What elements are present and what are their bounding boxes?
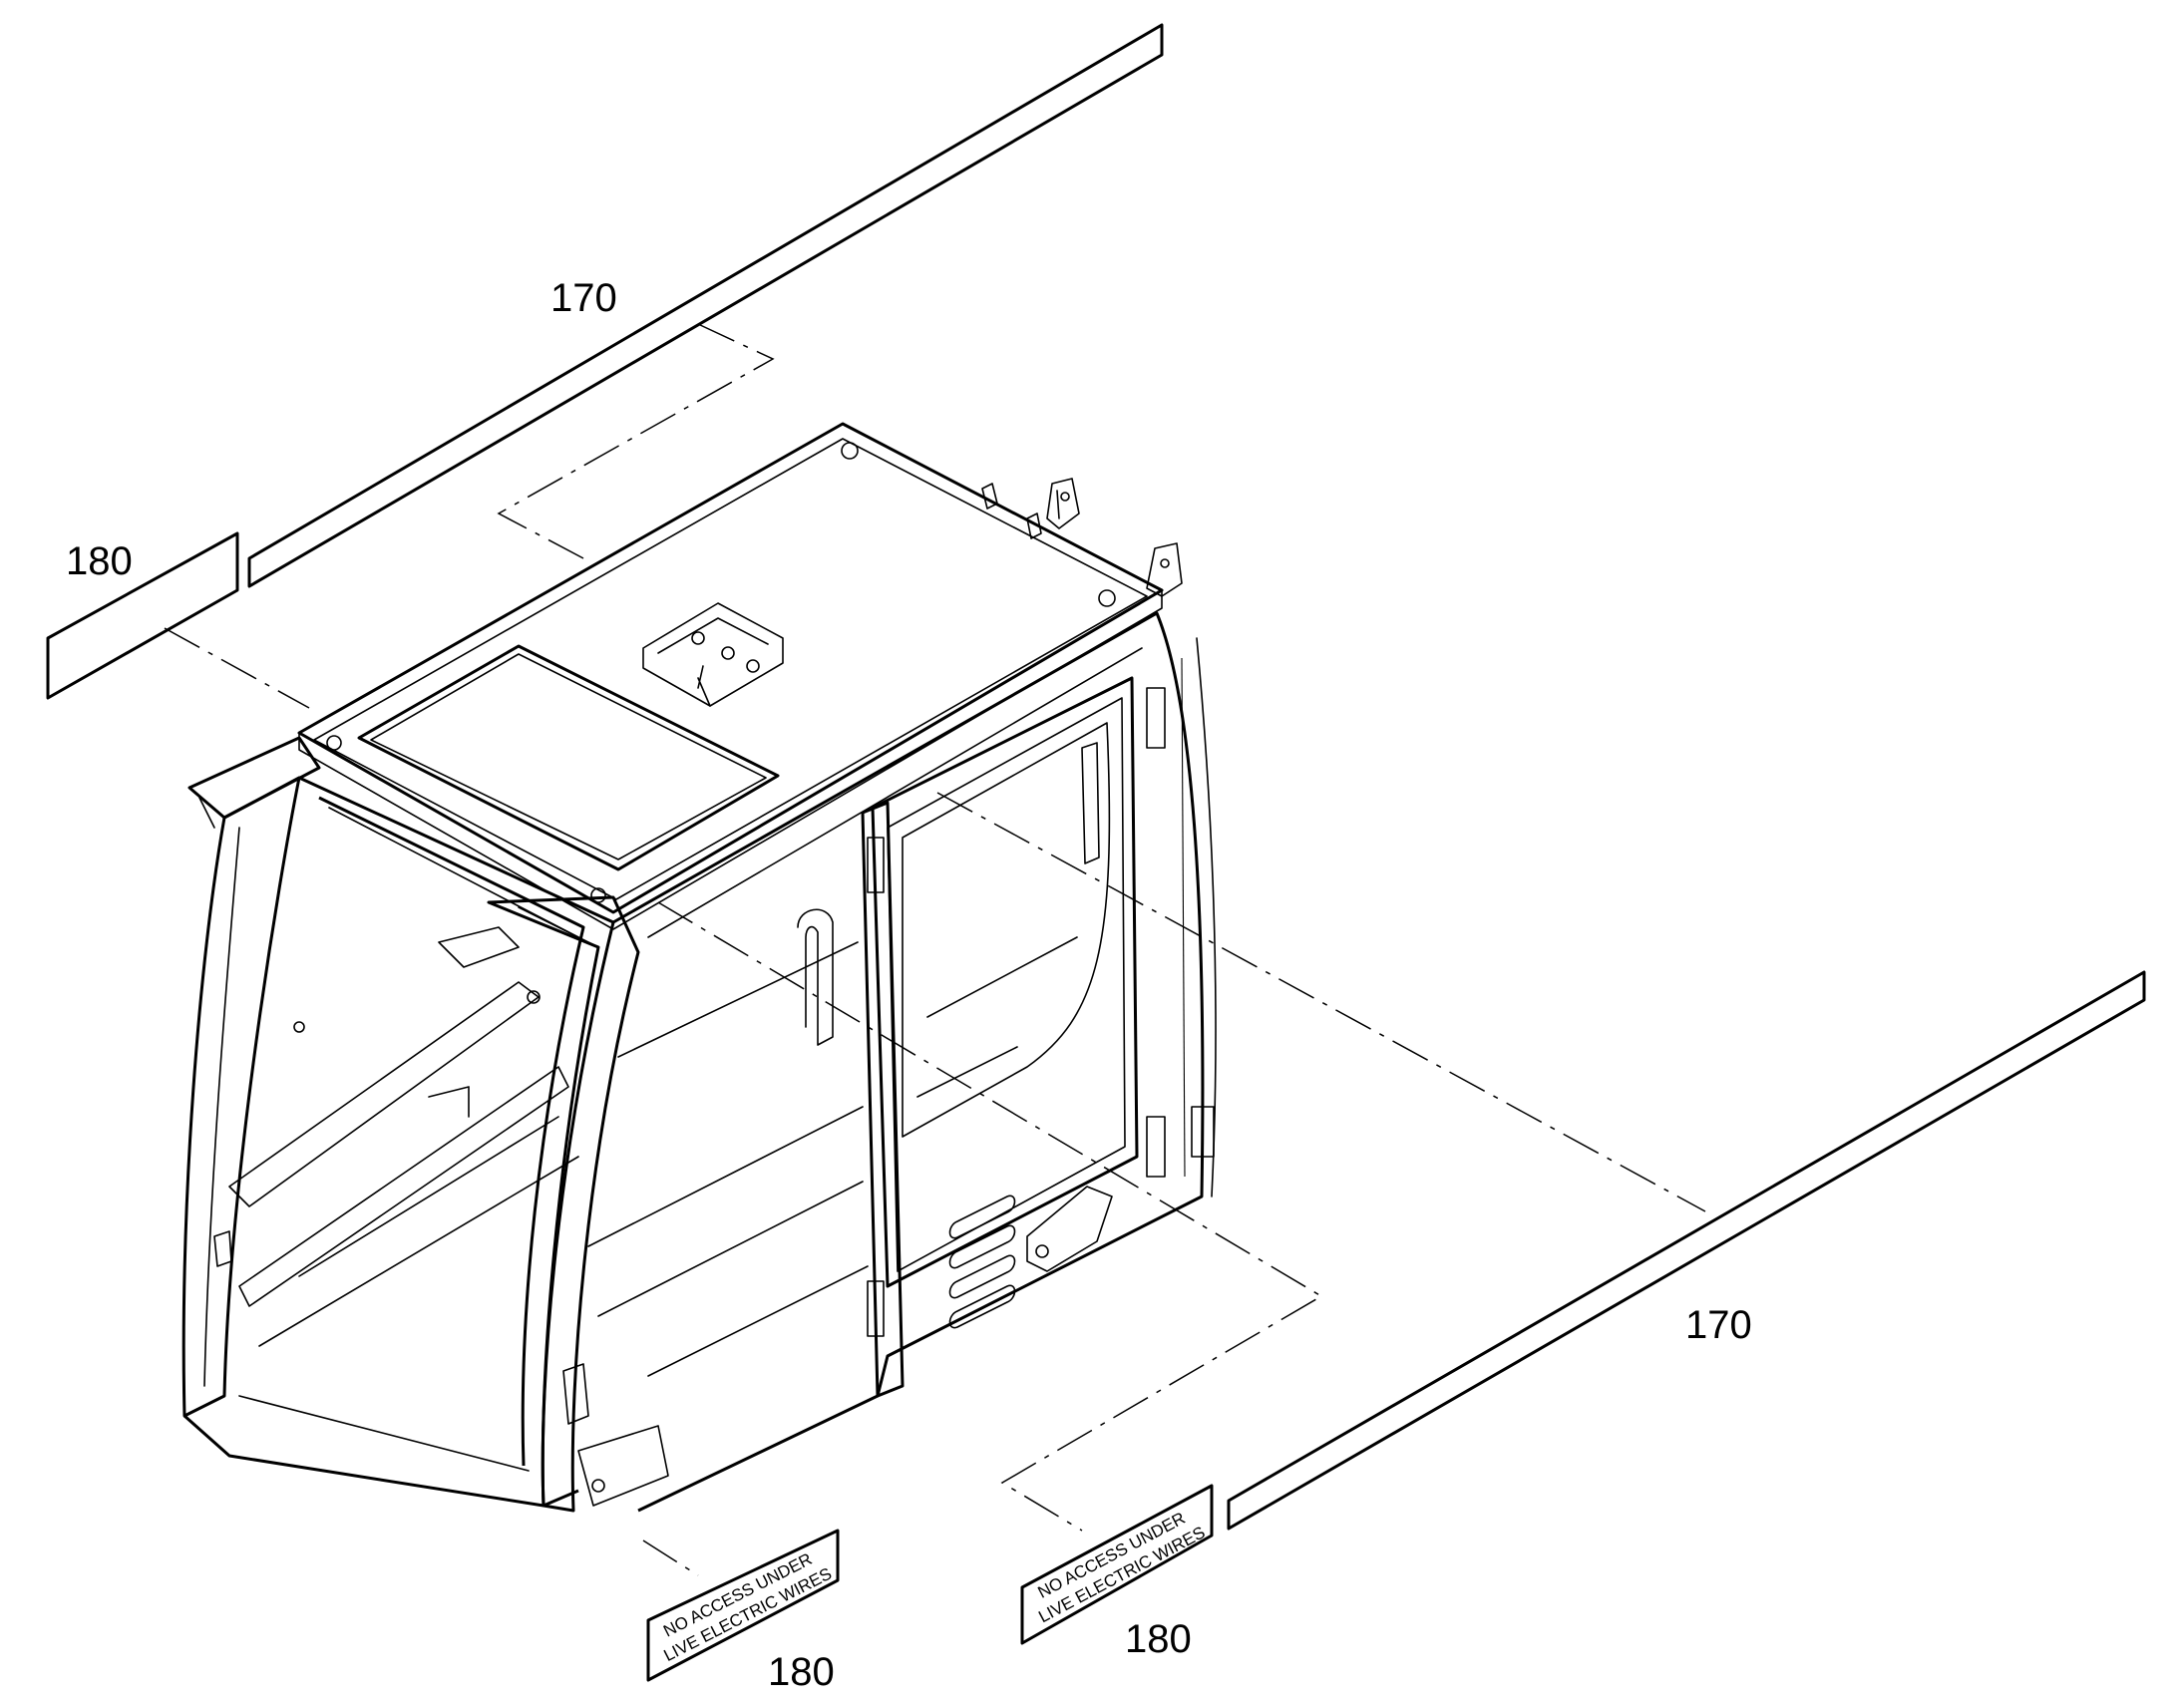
callout-170-bottom: 170 <box>1685 1303 1752 1347</box>
callout-170-top: 170 <box>550 276 617 320</box>
callout-180-bottom-right: 180 <box>1125 1617 1192 1661</box>
decal-180-top-left <box>46 531 239 700</box>
leader-lines <box>164 323 1706 1576</box>
callout-180-bottom-left: 180 <box>768 1650 835 1694</box>
strip-decal-170-bottom <box>1227 970 2146 1531</box>
cab-front-frame <box>182 736 640 1513</box>
strip-decal-170-top <box>247 23 1164 588</box>
cab-roof <box>297 422 1164 930</box>
rear-mounting-lugs <box>1046 478 1183 597</box>
operator-cab <box>182 422 1217 1513</box>
cab-side-door <box>562 611 1217 1513</box>
callout-180-top-left: 180 <box>66 539 133 583</box>
